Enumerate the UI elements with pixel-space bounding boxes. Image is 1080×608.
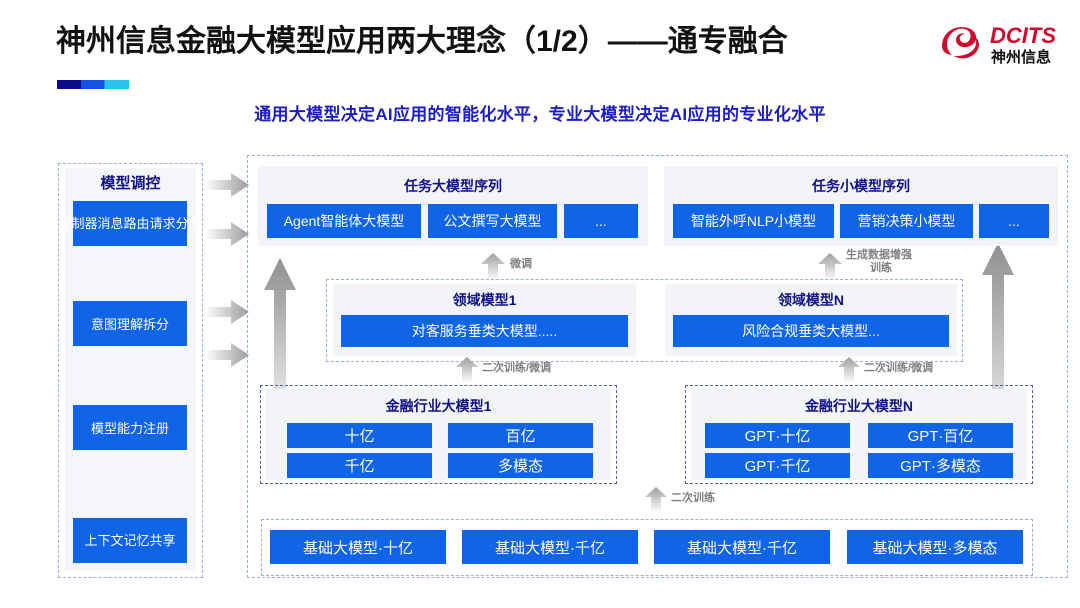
sidebar-item-1[interactable]: 意图理解拆分 (73, 301, 187, 346)
industry-right-frame (685, 385, 1033, 484)
page-title: 神州信息金融大模型应用两大理念（1/2）——通专融合 (56, 25, 788, 58)
sidebar-container (58, 163, 203, 578)
sidebar-item-0[interactable]: 控制器消息路由请求分发 (59, 201, 202, 246)
industry-right-item-1[interactable]: GPT·百亿 (868, 423, 1013, 448)
industry-left-item-0-label: 十亿 (344, 428, 375, 445)
dcits-logo-mark: DCITS 神州信息 (942, 23, 1056, 66)
sidebar-item-1-label: 意图理解拆分 (90, 317, 169, 332)
domain-left-item-label: 对客服务垂类大模型..... (411, 323, 558, 339)
sidebar-arrow-3 (205, 343, 249, 372)
sidebar-item-2[interactable]: 模型能力注册 (73, 405, 187, 450)
foundation-item-1[interactable]: 基础大模型·千亿 (462, 530, 638, 564)
industry-left-item-1[interactable]: 百亿 (448, 423, 593, 448)
task-large-title: 任务大模型序列 (404, 178, 502, 194)
sidebar-arrow-1 (205, 222, 249, 251)
industry-left-item-3-label: 多模态 (497, 458, 543, 475)
sidebar-item-2-label: 模型能力注册 (90, 421, 169, 436)
foundation-frame (261, 519, 1033, 576)
foundation-item-3[interactable]: 基础大模型·多模态 (847, 530, 1023, 564)
domain-left-item[interactable]: 对客服务垂类大模型..... (341, 315, 628, 347)
caption-retrain-finetune-right: 二次训练/微调 (864, 362, 934, 374)
task-small-item-0[interactable]: 智能外呼NLP小模型 (673, 204, 834, 238)
caption-data-augment-line2: 训练 (870, 262, 892, 274)
industry-right-item-2[interactable]: GPT·千亿 (705, 453, 850, 478)
industry-left-title: 金融行业大模型1 (385, 398, 492, 414)
industry-right-item-0[interactable]: GPT·十亿 (705, 423, 850, 448)
foundation-item-0[interactable]: 基础大模型·十亿 (270, 530, 446, 564)
industry-right-title: 金融行业大模型N (804, 398, 914, 414)
task-small-item-0-label: 智能外呼NLP小模型 (690, 213, 817, 229)
industry-right-item-3-label: GPT·多模态 (900, 458, 981, 475)
title-accent-bar (57, 80, 129, 89)
caption-fine-tune: 微调 (510, 258, 532, 270)
industry-right-item-0-label: GPT·十亿 (744, 428, 811, 445)
arrow-retrain-finetune-left (456, 357, 478, 388)
sidebar-item-0-label: 控制器消息路由请求分发 (58, 216, 202, 231)
foundation-item-2[interactable]: 基础大模型·千亿 (654, 530, 830, 564)
industry-left-frame (260, 385, 617, 484)
task-small-item-1[interactable]: 营销决策小模型 (840, 204, 973, 238)
caption-data-augment-line1: 生成数据增强 (846, 249, 912, 261)
industry-right-item-2-label: GPT·千亿 (744, 458, 811, 475)
caption-retrain-finetune-left: 二次训练/微调 (482, 362, 552, 374)
foundation-item-2-label: 基础大模型·千亿 (687, 539, 797, 557)
industry-right-item-1-label: GPT·百亿 (907, 428, 974, 445)
task-large-item-1[interactable]: 公文撰写大模型 (428, 204, 557, 238)
task-large-item-2-label: ... (595, 213, 607, 229)
sidebar-arrow-2 (205, 300, 249, 329)
industry-left-item-1-label: 百亿 (505, 428, 536, 445)
logo-wordmark: DCITS (990, 23, 1056, 48)
main-diagram-frame (247, 155, 1068, 578)
task-large-item-0[interactable]: Agent智能体大模型 (267, 204, 421, 238)
industry-left-item-3[interactable]: 多模态 (448, 453, 593, 478)
page-subtitle: 通用大模型决定AI应用的智能化水平，专业大模型决定AI应用的专业化水平 (254, 105, 826, 124)
task-large-item-1-label: 公文撰写大模型 (443, 213, 542, 229)
caption-retrain: 二次训练 (671, 492, 715, 504)
sidebar-item-3-label: 上下文记忆共享 (84, 533, 176, 548)
industry-left-item-0[interactable]: 十亿 (287, 423, 432, 448)
task-small-item-2[interactable]: ... (979, 204, 1049, 238)
dcits-logo: DCITS 神州信息 (938, 18, 1066, 68)
industry-left-item-2[interactable]: 千亿 (287, 453, 432, 478)
foundation-item-0-label: 基础大模型·十亿 (303, 539, 413, 557)
long-arrow-right (982, 243, 1014, 478)
foundation-item-3-label: 基础大模型·多模态 (872, 539, 998, 557)
sidebar-item-3[interactable]: 上下文记忆共享 (73, 518, 187, 563)
arrow-fine-tune (481, 253, 505, 286)
sidebar-arrow-0 (205, 173, 249, 202)
arrow-data-augment (818, 253, 842, 286)
long-arrow-left (264, 258, 296, 445)
domain-right-item-label: 风险合规垂类大模型... (742, 323, 880, 339)
domain-right-item[interactable]: 风险合规垂类大模型... (673, 315, 949, 347)
task-small-title: 任务小模型序列 (812, 178, 910, 194)
foundation-item-1-label: 基础大模型·千亿 (495, 539, 605, 557)
task-small-item-2-label: ... (1008, 213, 1020, 229)
domain-right-title: 领域模型N (777, 292, 845, 308)
task-large-item-2[interactable]: ... (564, 204, 638, 238)
arrow-retrain-finetune-right (838, 357, 860, 388)
industry-right-item-3[interactable]: GPT·多模态 (868, 453, 1013, 478)
domain-left-title: 领域模型1 (452, 292, 517, 308)
task-small-item-1-label: 营销决策小模型 (857, 213, 956, 229)
task-large-item-0-label: Agent智能体大模型 (283, 213, 405, 229)
arrow-retrain (645, 487, 667, 518)
logo-subtext: 神州信息 (991, 48, 1051, 66)
sidebar-title: 模型调控 (100, 175, 161, 192)
industry-left-item-2-label: 千亿 (344, 458, 375, 475)
domain-row-frame (326, 279, 963, 362)
